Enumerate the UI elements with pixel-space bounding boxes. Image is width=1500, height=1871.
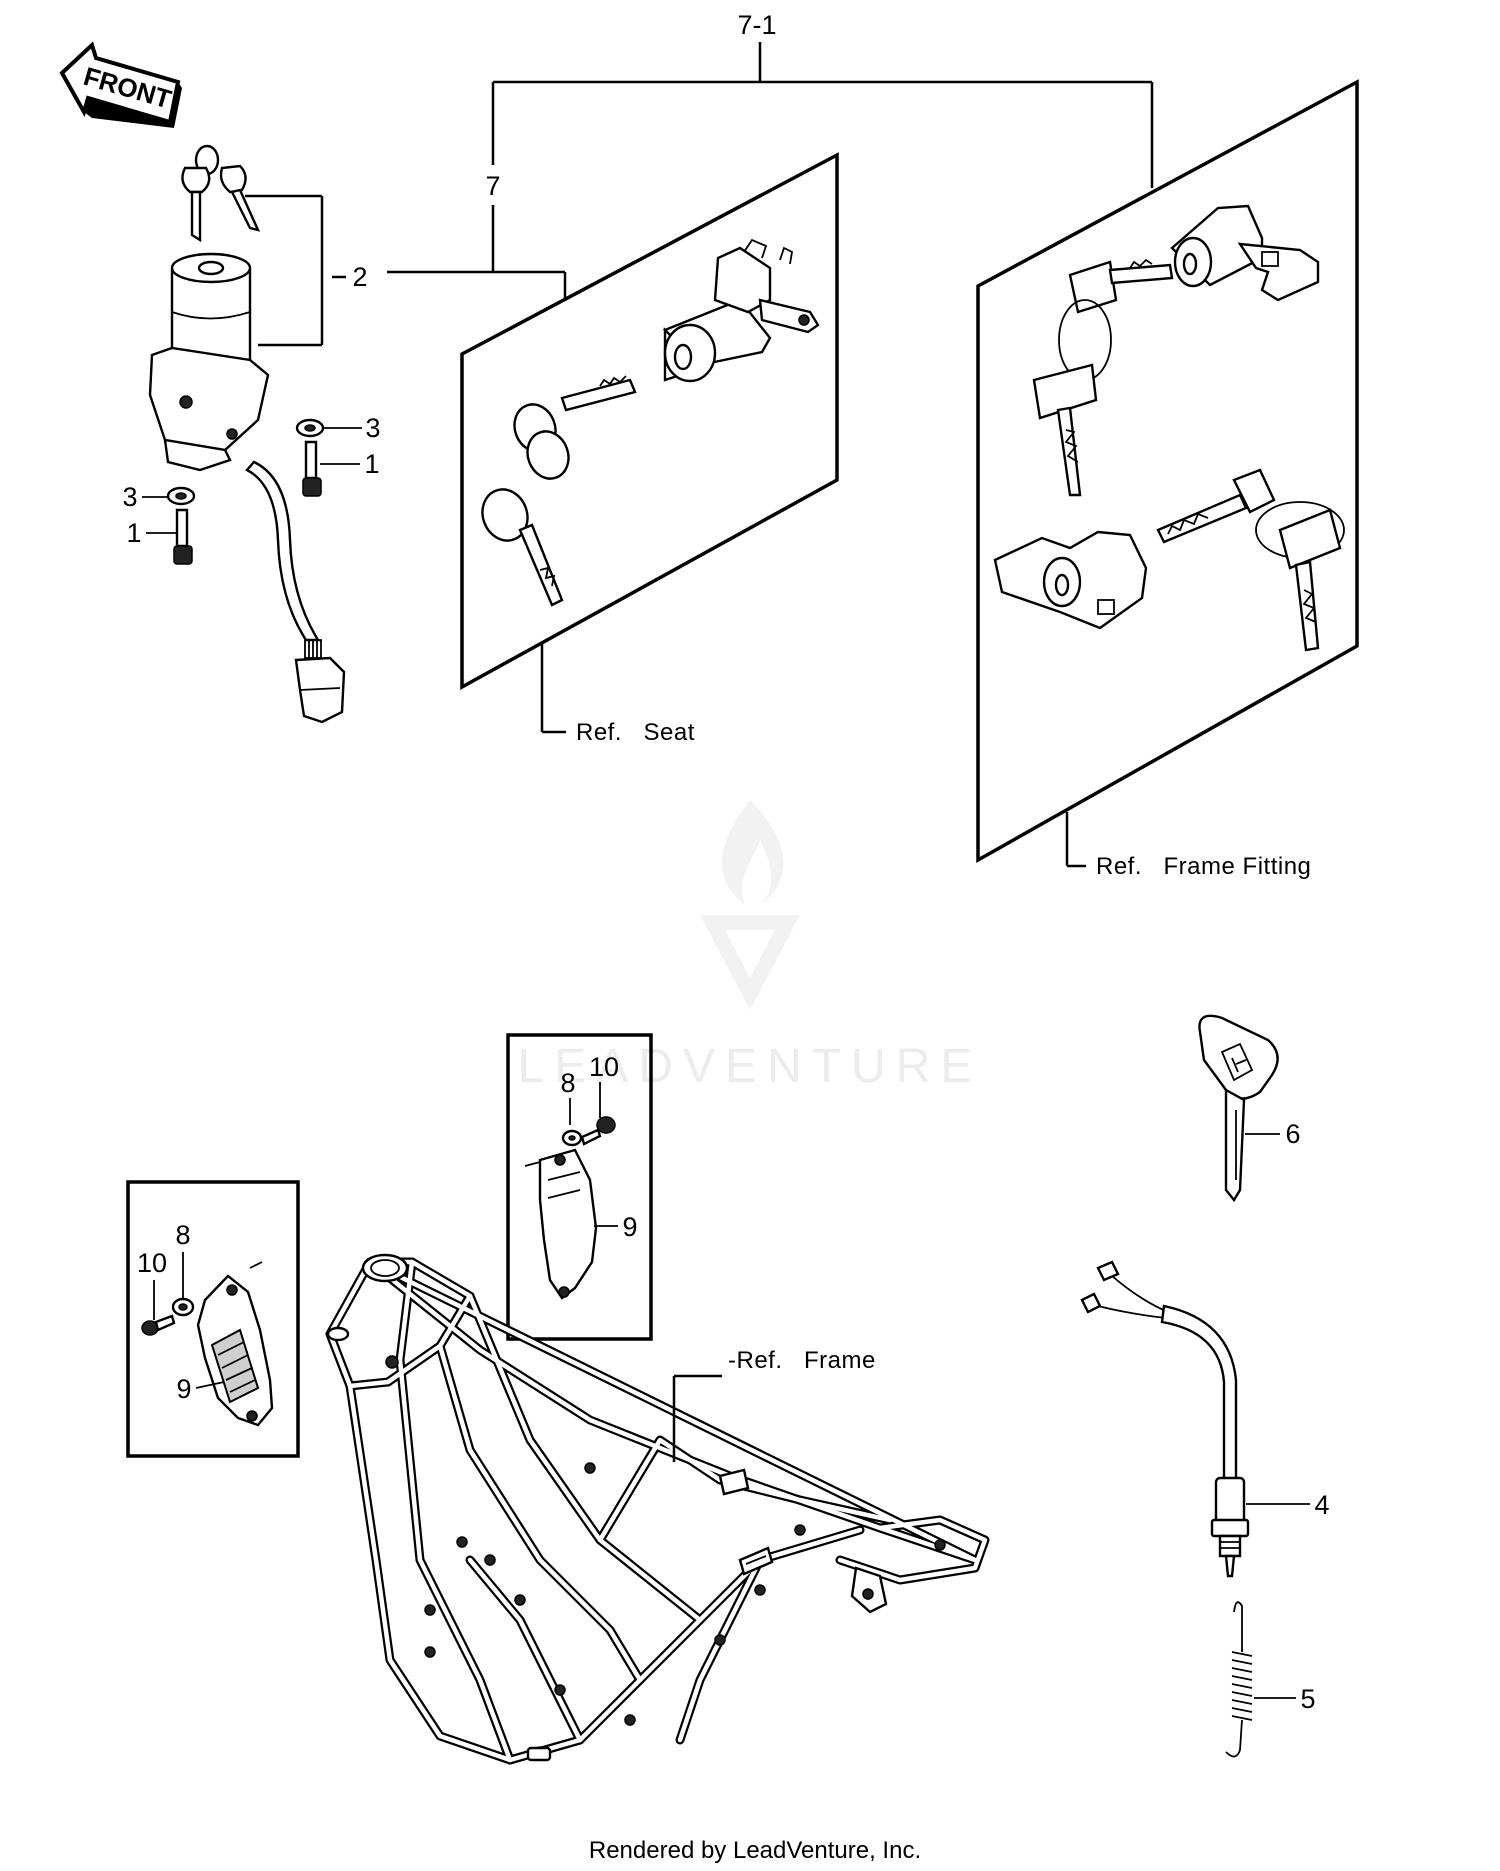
callout-4: 4 [1314,1490,1329,1520]
callout-3b: 3 [122,482,137,512]
ref-frame-line: -Ref. Frame [672,1347,876,1462]
ref-seat: Ref. Seat [576,719,695,746]
motorcycle-frame [325,1253,990,1765]
washer-8-left [171,1297,195,1317]
callout-6-line: 6 [1245,1119,1301,1149]
seat-keys-icon [481,375,637,607]
seat-lock-panel: Ref. Seat [460,152,839,746]
frame-fitting-keys-lower-icon [1156,468,1345,652]
callout-1-left: 1 [126,518,176,548]
spring-icon [1225,1601,1253,1758]
callout-1b: 1 [126,518,141,548]
ref-frame-fitting: Ref. Frame Fitting [1096,853,1311,880]
frame-fitting-lock-lower-icon [993,530,1148,630]
callout-8-left: 8 [175,1220,190,1250]
reflector-box-left: 8 10 9 [126,1180,300,1458]
front-arrow-icon: FRONT [59,41,182,128]
callout-1-right: 1 [320,449,380,479]
leadventure-logo [700,800,800,1010]
ignition-keys-icon [181,144,261,243]
key-blank-icon [1198,1014,1279,1203]
bolt-10-left [141,1314,176,1336]
callout-9-left: 9 [176,1374,191,1404]
bolt-1-left [173,508,193,565]
credit-text: Rendered by LeadVenture, Inc. [589,1837,921,1864]
callout-10-top: 10 [589,1052,619,1082]
reflector-bracket-top [524,1148,598,1300]
callout-3-left: 3 [122,482,167,512]
seat-lock-icon [662,238,820,383]
reflector-bracket-left [196,1261,274,1427]
reflector-box-top: 10 8 9 [506,1033,653,1341]
washer-3-right [295,418,325,438]
watermark-text: LEADVENTURE [518,1040,983,1093]
ignition-switch [148,144,346,724]
watermark: LEADVENTURE [518,800,983,1093]
callout-3a: 3 [365,413,380,443]
bracket-7-1: 7-1 7 [387,10,1154,300]
ref-frame: -Ref. Frame [728,1347,876,1374]
callout-2: 2 [352,262,367,292]
callout-1a: 1 [364,449,379,479]
frame-fitting-keys-upper-icon [1032,258,1174,497]
washer-3-left [166,486,196,506]
washer-8-top [561,1129,583,1147]
bolt-10-top [580,1116,616,1146]
callout-10-left: 10 [137,1248,167,1278]
frame-fitting-panel: Ref. Frame Fitting [976,79,1359,880]
brake-light-switch [1080,1260,1250,1578]
bolt-1-right [302,440,322,497]
callout-5-line: 5 [1254,1684,1316,1714]
callout-7: 7 [485,171,500,201]
frame-fitting-lock-upper-icon [1170,204,1320,302]
callout-7-1: 7-1 [737,10,776,40]
callout-5: 5 [1300,1684,1315,1714]
bracket-2: 2 [245,194,368,347]
callout-8-top: 8 [560,1068,575,1098]
callout-4-line: 4 [1246,1490,1330,1520]
callout-3-right: 3 [324,413,381,443]
callout-6: 6 [1285,1119,1300,1149]
callout-9-top: 9 [622,1212,637,1242]
